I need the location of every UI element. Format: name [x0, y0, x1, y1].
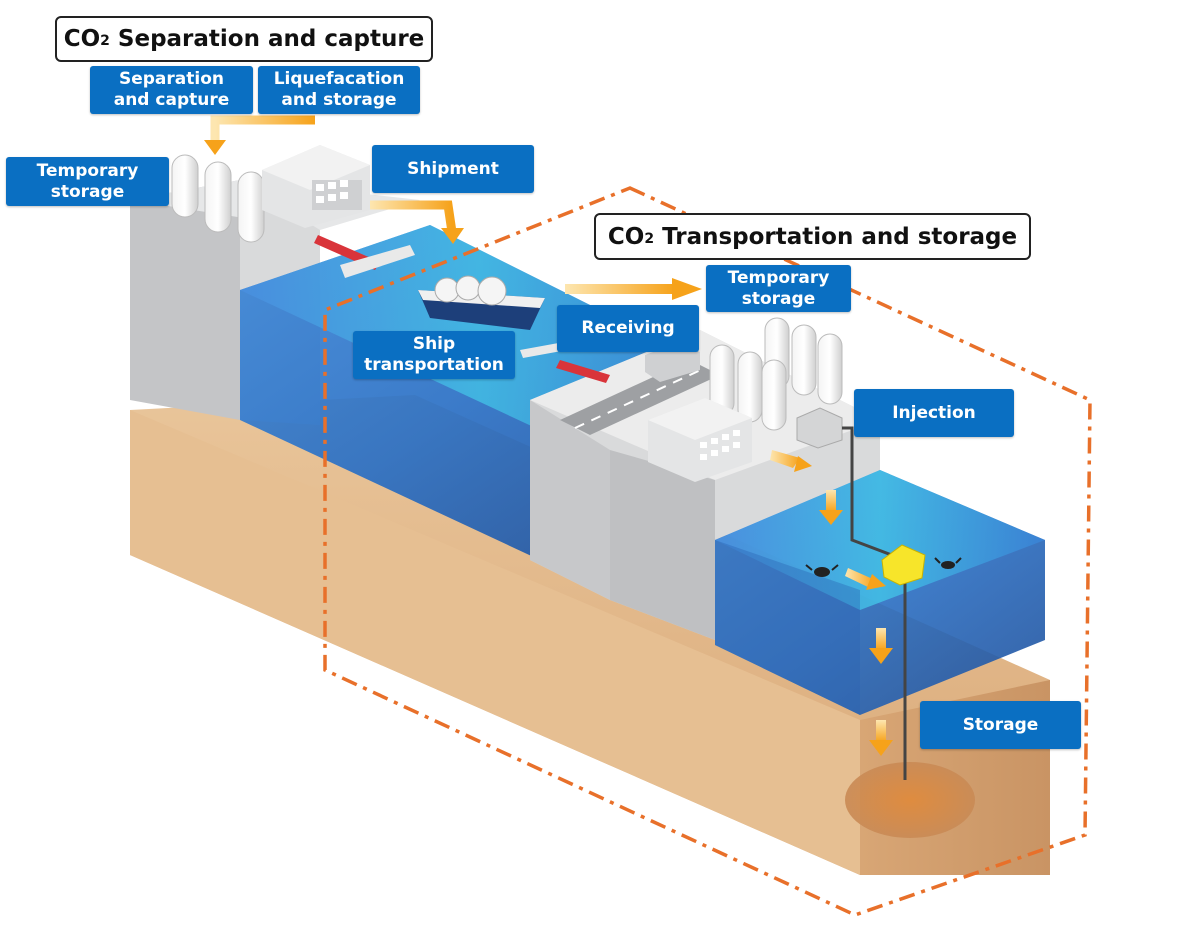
offshore-sea-block — [715, 470, 1045, 715]
title-prefix: CO — [607, 223, 645, 250]
label-line: Ship — [412, 334, 456, 354]
label-line: storage — [741, 288, 816, 309]
temporary-storage-tanks-left — [171, 154, 265, 243]
label-temporary-storage-left: Temporary storage — [6, 157, 169, 206]
label-line: transportation — [364, 355, 504, 375]
receiving-building — [645, 342, 752, 482]
label-separation-capture: Separation and capture — [90, 66, 253, 114]
label-line: Separation — [118, 69, 224, 89]
label-temporary-storage-right: Temporary storage — [706, 265, 851, 312]
label-liquefaction-storage: Liquefacation and storage — [258, 66, 420, 114]
liquefaction-building — [262, 145, 370, 228]
label-line: Temporary — [36, 160, 139, 181]
label-line: Shipment — [407, 158, 499, 179]
flow-arrows — [204, 115, 893, 756]
label-receiving: Receiving — [557, 305, 699, 352]
label-line: Storage — [962, 714, 1039, 735]
title-text: Separation and capture — [109, 26, 425, 52]
label-line: and storage — [281, 90, 397, 110]
label-line: and capture — [113, 90, 230, 110]
temporary-storage-tanks-right — [709, 317, 843, 431]
label-line: Injection — [892, 402, 976, 423]
crab-icon — [805, 557, 962, 577]
label-line: Liquefacation — [273, 69, 405, 89]
label-line: storage — [50, 181, 125, 202]
title-text: Transportation and storage — [654, 223, 1018, 250]
loading-pier-left — [314, 235, 415, 278]
label-storage: Storage — [920, 701, 1081, 749]
storage-reservoir — [845, 762, 975, 838]
title-subscript: 2 — [644, 230, 655, 247]
subsea-wellhead — [881, 544, 926, 586]
co2-carrier-ship — [418, 275, 545, 330]
title-prefix: CO — [63, 26, 101, 52]
label-injection: Injection — [854, 389, 1014, 437]
label-line: Temporary — [727, 267, 830, 288]
injection-unit — [796, 407, 907, 780]
storage-site-block — [530, 330, 880, 640]
label-line: Receiving — [581, 318, 675, 338]
label-ship-transportation: Ship transportation — [353, 331, 515, 379]
title-subscript: 2 — [100, 33, 110, 49]
label-shipment: Shipment — [372, 145, 534, 193]
